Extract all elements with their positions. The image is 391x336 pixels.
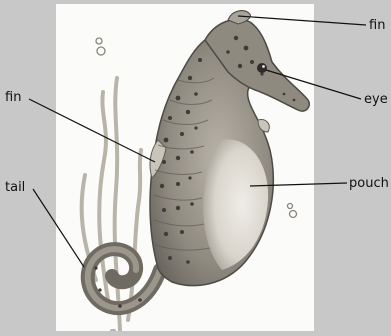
label-fin-left: fin: [5, 91, 21, 104]
label-pouch: pouch: [349, 177, 389, 190]
label-fin-top: fin: [369, 19, 385, 32]
label-tail: tail: [5, 181, 25, 194]
label-eye: eye: [364, 93, 388, 106]
seahorse-eye: [257, 63, 267, 73]
